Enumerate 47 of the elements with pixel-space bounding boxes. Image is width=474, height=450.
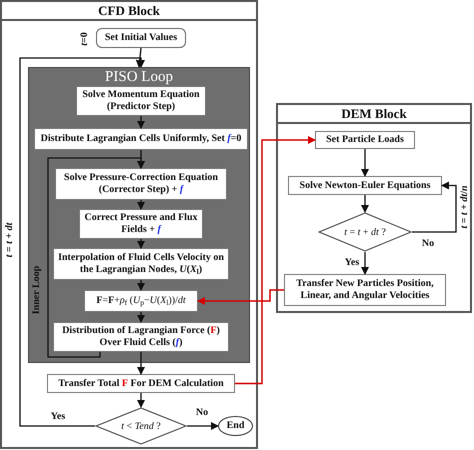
loop-panel <box>28 67 250 363</box>
flow-arrow <box>361 149 369 177</box>
flow-arrow <box>412 182 457 233</box>
flow-arrow <box>137 393 145 408</box>
flow-arrow <box>361 195 369 213</box>
process-box: Distribute Lagrangian Cells Uniformly, Set f=0 <box>34 128 248 150</box>
process-box: Solve Pressure-Correction Equation (Corrector Step) + f <box>55 168 227 200</box>
flow-arrow <box>137 116 145 129</box>
panel-title: CFD Block <box>98 2 160 20</box>
cfd-panel <box>0 0 258 449</box>
edge-label: No <box>196 407 208 418</box>
flow-arrow <box>137 200 145 210</box>
process-box: Solve Momentum Equation (Predictor Step) <box>76 86 206 116</box>
process-box: Distribution of Lagrangian Force (F) Over Fluid Cells (f) <box>53 322 229 352</box>
process-box: Interpolation of Fluid Cells Velocity on the Lagrangian Nodes, U(X$_{l}$) <box>53 248 229 280</box>
time-step-label: t = t + dt <box>4 222 15 258</box>
terminal-oval: End <box>218 416 253 436</box>
edge-label: No <box>422 238 434 249</box>
flow-arrow <box>19 57 145 427</box>
data-transfer-arrow <box>235 136 316 384</box>
flow-arrow <box>136 48 144 68</box>
time-step-label: t = t + dt/n <box>459 185 470 229</box>
dem-panel <box>276 103 472 313</box>
edge-label: Yes <box>344 257 360 268</box>
flow-arrow <box>137 280 145 291</box>
process-box: Transfer Total F For DEM Calculation <box>47 374 235 393</box>
flow-arrow <box>187 422 219 430</box>
condition-text: t < Tend ? <box>121 420 161 434</box>
process-box: Set Particle Loads <box>315 131 415 149</box>
process-box: Correct Pressure and Flux Fields + f <box>79 209 203 239</box>
flow-arrow <box>47 157 145 358</box>
loop-title: PISO Loop <box>105 70 173 84</box>
decision-diamond <box>318 212 412 252</box>
formula-box: F=F+ρ$_{f}$ (U$_{p}$−U(X$_{l}$))/dt <box>84 290 198 312</box>
data-transfer-arrow <box>197 289 284 305</box>
panel-title: DEM Block <box>341 104 407 123</box>
edge-label: Inner Loop <box>31 266 42 314</box>
flow-arrow <box>361 252 369 275</box>
flow-arrow <box>137 239 145 249</box>
time-label: t=0 <box>79 32 90 46</box>
flow-arrow <box>137 352 145 375</box>
process-box: Transfer New Particles Position, Linear, and Angular Velocities <box>284 274 446 306</box>
decision-diamond <box>95 407 187 445</box>
process-box: Solve Newton-Euler Equations <box>288 176 442 195</box>
flow-arrow <box>137 312 145 323</box>
condition-text: t = t + dt ? <box>344 226 386 240</box>
edge-label: Yes <box>50 411 66 422</box>
